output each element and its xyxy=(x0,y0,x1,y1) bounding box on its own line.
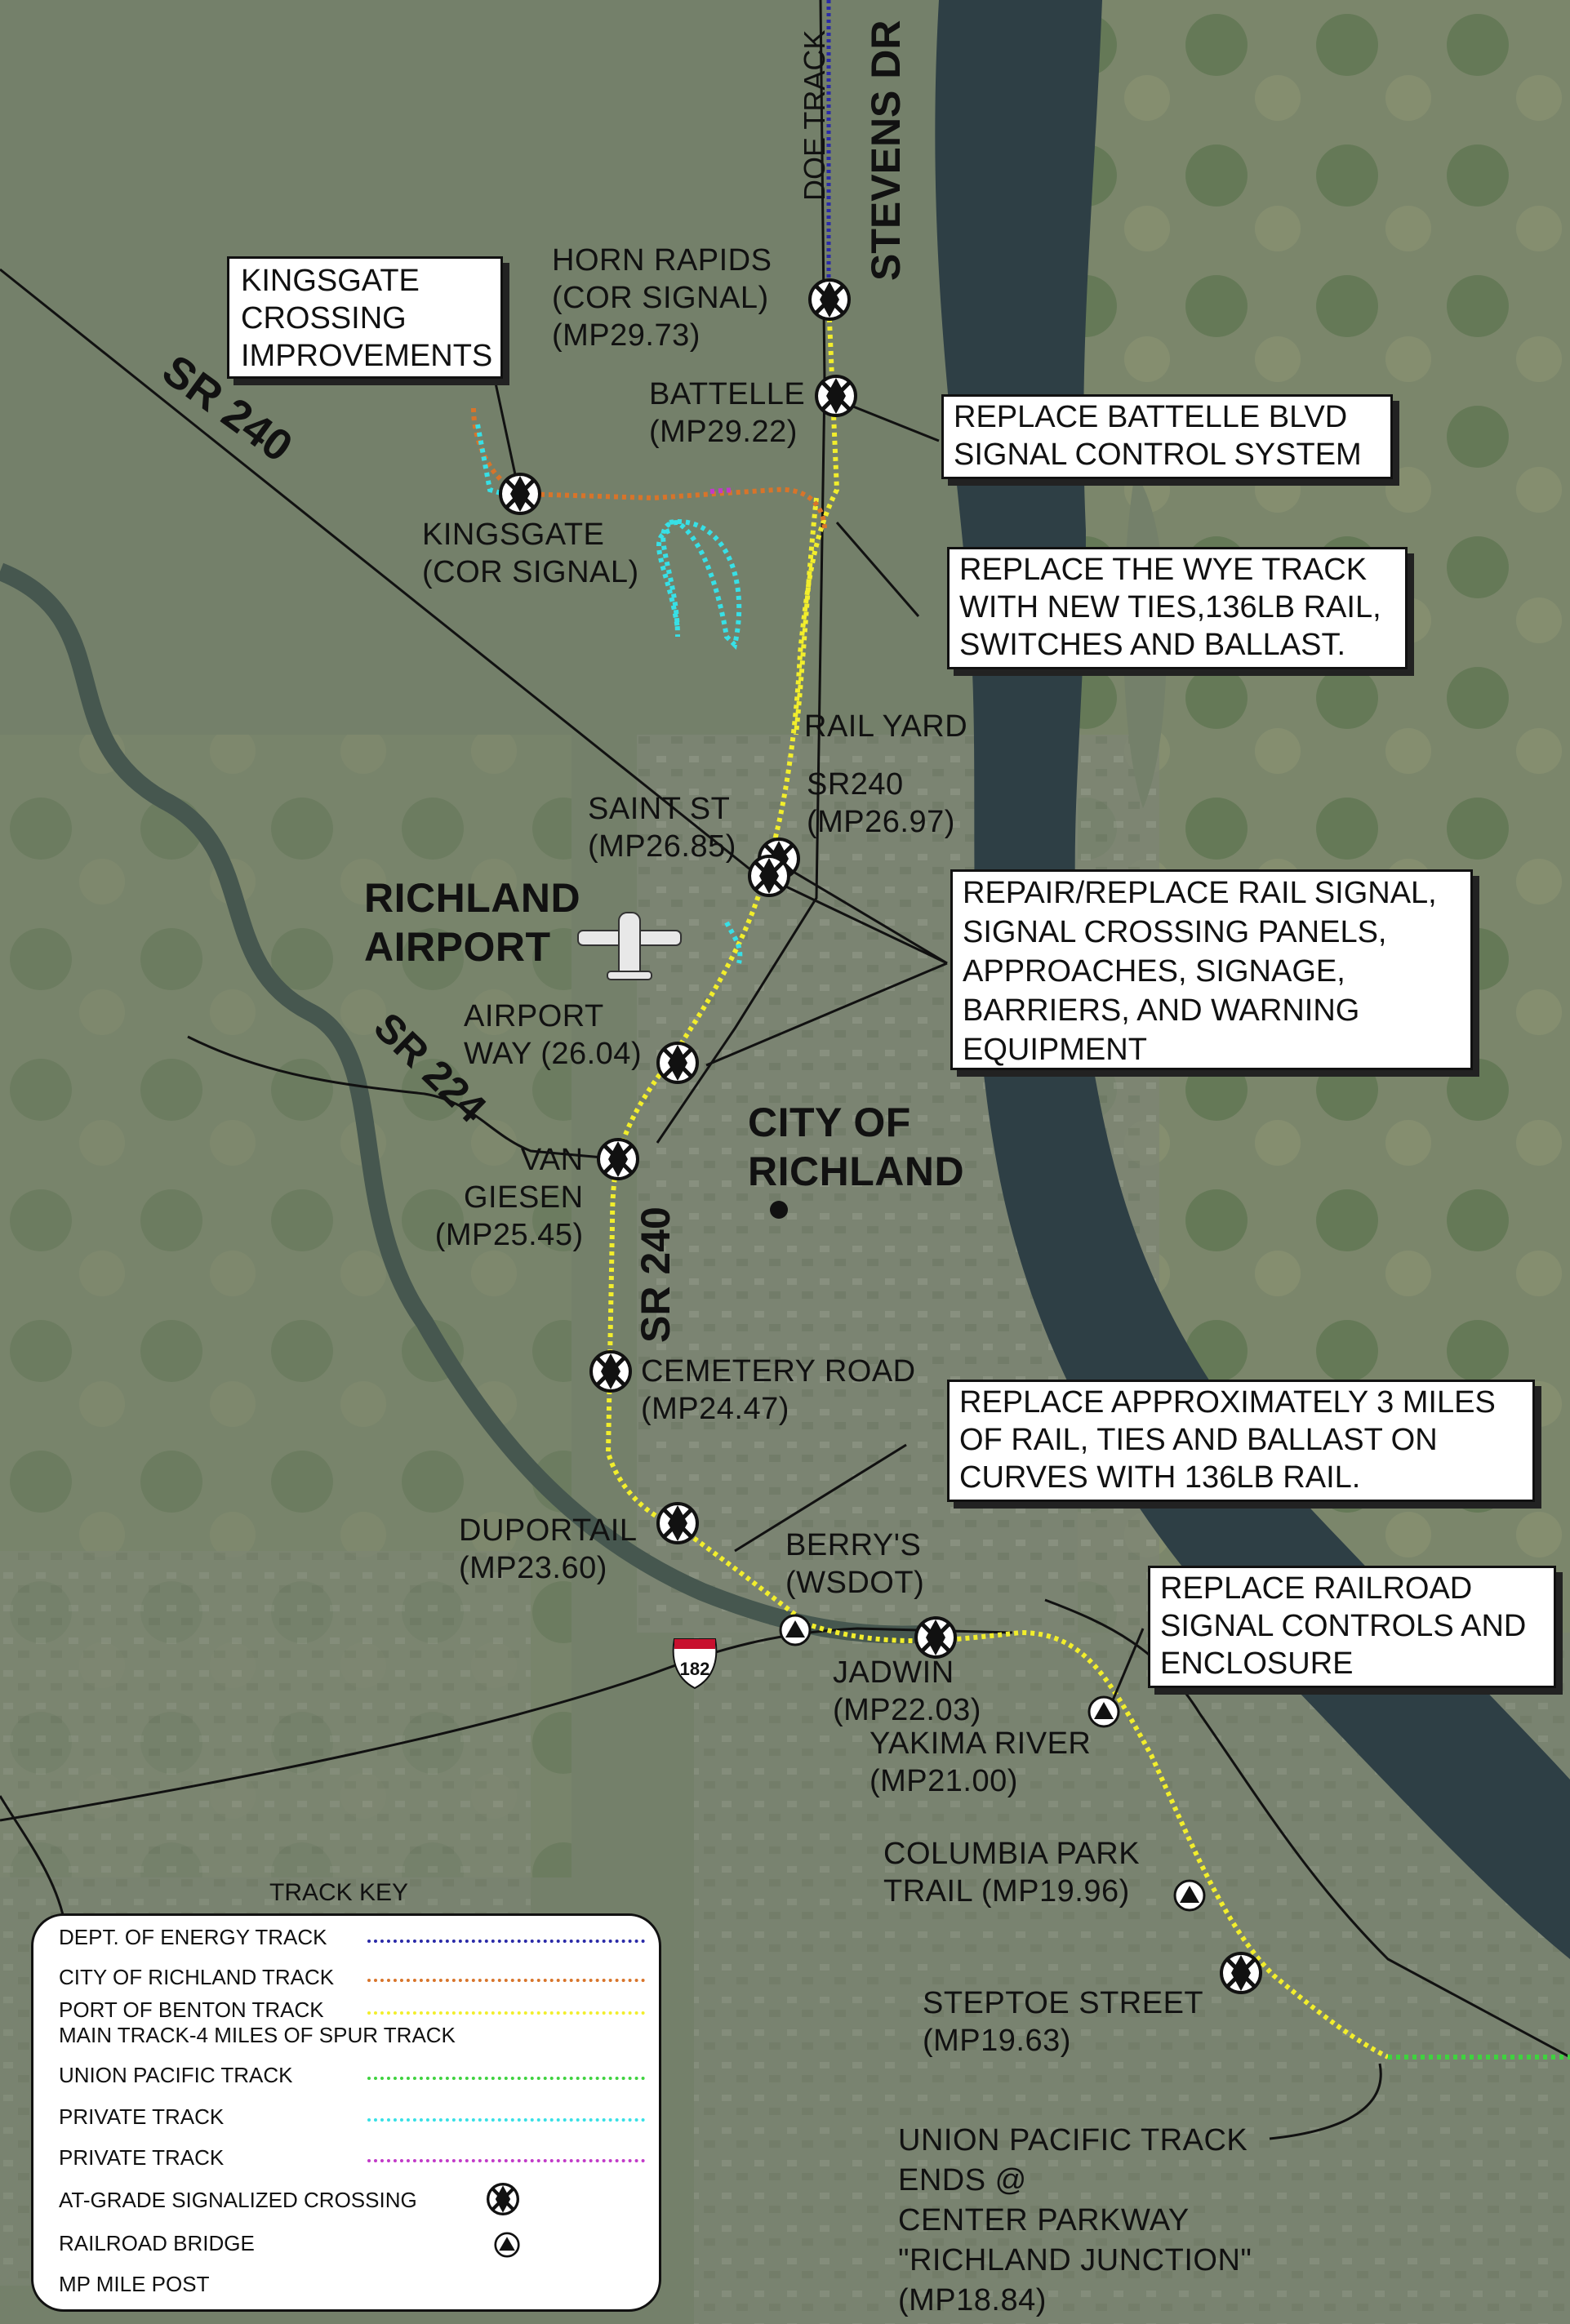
battelle-label: BATTELLE(MP29.22) xyxy=(649,377,806,449)
key-row-main-track: MAIN TRACK-4 MILES OF SPUR TRACK xyxy=(59,2023,456,2047)
key-line-port xyxy=(367,2011,645,2015)
horn-rapids-label: HORN RAPIDS(COR SIGNAL)(MP29.73) xyxy=(552,243,772,353)
crossing-icon xyxy=(808,278,851,321)
doe-track-label: DOE TRACK xyxy=(798,30,831,201)
key-row-doe: DEPT. OF ENERGY TRACK xyxy=(59,1925,327,1949)
crossing-icon xyxy=(1220,1952,1262,1994)
roads xyxy=(0,0,1570,2059)
berrys-label: BERRY'S(WSDOT) xyxy=(785,1528,925,1600)
crossing-icon xyxy=(487,2183,519,2215)
key-row-city: CITY OF RICHLAND TRACK xyxy=(59,1965,335,1989)
crossing-icon xyxy=(815,375,857,417)
bridge-icon xyxy=(494,2232,520,2258)
yakima-river xyxy=(0,562,948,1644)
kingsgate-label: KINGSGATE(COR SIGNAL) xyxy=(422,518,639,589)
key-line-private-cyan xyxy=(367,2118,645,2122)
rail-yard-label: RAIL YARD xyxy=(804,709,968,744)
stevens-dr-label: STEVENS DR xyxy=(863,20,909,281)
saint-st-label: SAINT ST(MP26.85) xyxy=(588,792,736,864)
airplane-icon xyxy=(577,912,682,980)
duportail-label: DUPORTAIL(MP23.60) xyxy=(459,1513,638,1585)
crossing-icon xyxy=(656,1502,699,1544)
i182-shield-label: 182 xyxy=(680,1659,710,1679)
city-of-richland-dot xyxy=(770,1201,788,1219)
sr240-mid-label: SR 240 xyxy=(633,1206,678,1343)
wye-track-line xyxy=(794,497,819,735)
sr240-crossing-label: SR240(MP26.97) xyxy=(807,767,955,839)
key-line-union-pacific xyxy=(367,2077,645,2080)
bridge-symbols xyxy=(779,1614,1206,1912)
crossing-icon xyxy=(748,855,790,897)
city-of-richland-label: CITY OF RICHLAND xyxy=(748,1100,965,1194)
key-line-city xyxy=(367,1979,645,1982)
key-row-port: PORT OF BENTON TRACK xyxy=(59,1997,324,2022)
i182-shield: 182 xyxy=(672,1638,718,1690)
callout-rail-signal: REPAIR/REPLACE RAIL SIGNAL,SIGNAL CROSSI… xyxy=(950,869,1473,1070)
bridge-icon xyxy=(1173,1879,1206,1912)
crossing-symbols xyxy=(499,278,1262,1994)
city-of-richland-track-line xyxy=(471,407,827,531)
crossing-icon xyxy=(597,1138,639,1180)
track-key-title: TRACK KEY xyxy=(269,1879,409,1906)
cemetery-road-label: CEMETERY ROAD(MP24.47) xyxy=(641,1354,916,1426)
key-row-union-pacific: UNION PACIFIC TRACK xyxy=(59,2063,293,2087)
steptoe-street-label: STEPTOE STREET(MP19.63) xyxy=(923,1986,1204,2058)
yakima-river-label: YAKIMA RIVER(MP21.00) xyxy=(870,1726,1092,1798)
crossing-icon xyxy=(914,1616,957,1659)
richland-airport-label: RICHLAND AIRPORT xyxy=(364,875,581,970)
bridge-icon xyxy=(779,1614,812,1646)
crossing-icon xyxy=(589,1350,632,1393)
leader-lines xyxy=(492,375,1382,2140)
crossing-icon xyxy=(499,473,541,515)
key-row-private-magenta: PRIVATE TRACK xyxy=(59,2145,225,2170)
jadwin-label: JADWIN(MP22.03) xyxy=(833,1655,981,1727)
key-line-private-magenta xyxy=(367,2159,645,2162)
bridge-icon xyxy=(1087,1695,1120,1728)
key-row-bridge: RAILROAD BRIDGE xyxy=(59,2231,255,2255)
key-row-private-cyan: PRIVATE TRACK xyxy=(59,2104,225,2129)
crossing-icon xyxy=(656,1042,699,1084)
private-track-cyan xyxy=(475,424,743,964)
key-line-doe xyxy=(367,1940,645,1943)
key-row-mile-post: MP MILE POST xyxy=(59,2272,210,2296)
port-of-benton-track-line xyxy=(605,301,1390,2060)
key-row-crossing: AT-GRADE SIGNALIZED CROSSING xyxy=(59,2188,417,2212)
